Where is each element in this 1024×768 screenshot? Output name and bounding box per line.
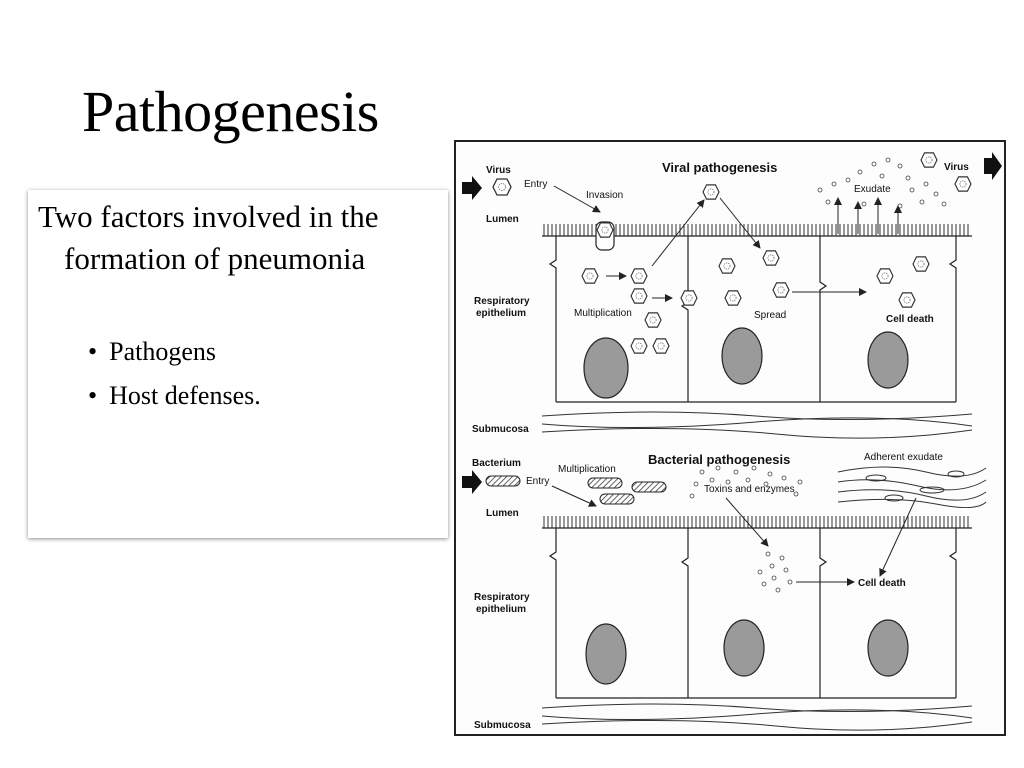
bact-lumen-label: Lumen (486, 508, 519, 519)
nucleus (867, 331, 909, 389)
text-box: Two factors involved in the formation of… (28, 190, 448, 538)
adherent-exudate-label: Adherent exudate (864, 452, 943, 463)
multiplication-label: Multiplication (574, 308, 632, 319)
bact-cell-death-label: Cell death (858, 578, 906, 589)
toxins-label: Toxins and enzymes (704, 484, 795, 495)
virus-label-right: Virus (944, 162, 969, 173)
bacterial-panel: Bacterial pathogenesis Bacterium Entry M… (462, 452, 987, 731)
intro-text: Two factors involved in the formation of… (38, 199, 379, 276)
spread-label: Spread (754, 310, 786, 321)
nucleus (583, 337, 629, 399)
exudate-label: Exudate (854, 184, 891, 195)
bact-submucosa-label: Submucosa (474, 720, 531, 731)
nucleus (721, 327, 763, 385)
virus-icon (492, 178, 512, 196)
bacterium-label: Bacterium (472, 458, 521, 469)
slide-title: Pathogenesis (82, 79, 379, 144)
viral-heading: Viral pathogenesis (662, 160, 777, 175)
bact-multiplication-label: Multiplication (558, 464, 616, 475)
epithelium-label-2: epithelium (476, 308, 526, 319)
invasion-label: Invasion (586, 190, 623, 201)
arrow-out-icon (984, 152, 1002, 180)
bact-epithelium-label-2: epithelium (476, 604, 526, 615)
nucleus (867, 619, 909, 677)
bacterial-heading: Bacterial pathogenesis (648, 452, 790, 467)
epithelium-label-1: Respiratory (474, 296, 530, 307)
bullet-pathogens: Pathogens (88, 330, 261, 374)
cilia (543, 516, 969, 528)
nucleus (585, 623, 627, 685)
bact-entry-label: Entry (526, 476, 549, 487)
cell-death-label: Cell death (886, 314, 934, 325)
viral-panel: Viral pathogenesis Virus Entry Invasion … (462, 152, 1002, 439)
virus-label-left: Virus (486, 165, 511, 176)
lumen-label: Lumen (486, 214, 519, 225)
arrow-in-icon (462, 470, 482, 494)
bact-epithelium-label-1: Respiratory (474, 592, 530, 603)
bullet-list: Pathogens Host defenses. (88, 330, 261, 418)
pathogenesis-diagram: Viral pathogenesis Virus Entry Invasion … (454, 140, 1006, 736)
entry-label: Entry (524, 179, 547, 190)
submucosa-label: Submucosa (472, 424, 529, 435)
arrow-in-icon (462, 176, 482, 200)
bullet-host-defenses: Host defenses. (88, 374, 261, 418)
bacterium-icon (485, 475, 521, 487)
nucleus (723, 619, 765, 677)
